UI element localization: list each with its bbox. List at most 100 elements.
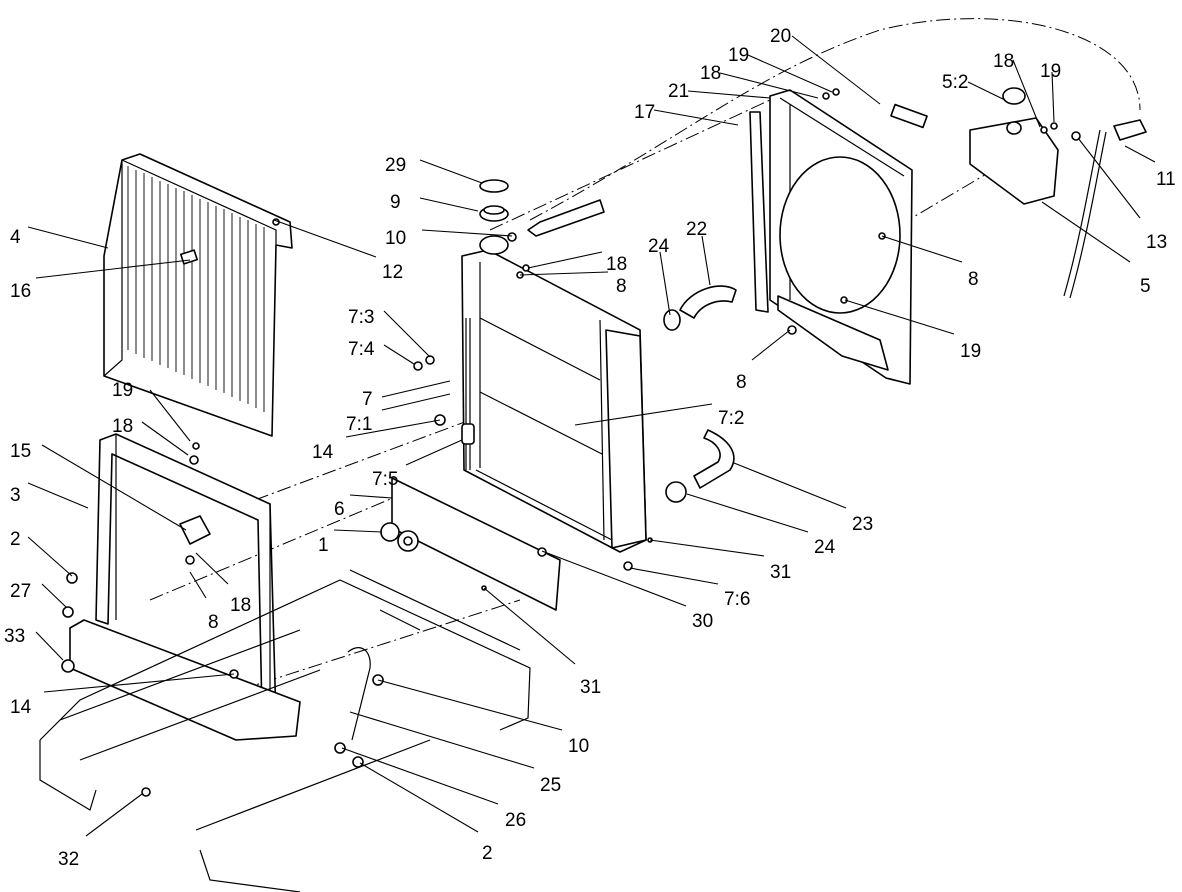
leader-line [349, 494, 393, 499]
leader-line [419, 159, 483, 184]
callout: 12 [273, 219, 403, 283]
callout: 4 [10, 226, 109, 249]
leader-line [1077, 137, 1141, 219]
callout: 31 [649, 539, 791, 583]
callout-number: 21 [668, 81, 689, 102]
leader-line [1051, 71, 1055, 123]
callout-number: 24 [648, 236, 670, 257]
leader-line [377, 679, 563, 731]
callout: 16 [10, 259, 191, 302]
callout-number: 23 [852, 514, 873, 535]
callout-number: 7:5 [372, 469, 398, 490]
callout-number: 18 [230, 595, 251, 616]
leader-line [381, 380, 451, 398]
callout: 2 [10, 529, 73, 577]
callout-number: 14 [10, 697, 32, 718]
callout: 8 [881, 235, 979, 290]
leader-line [27, 226, 109, 249]
callout-number: 7:4 [348, 339, 375, 360]
callout-number: 25 [540, 775, 561, 796]
callout: 31 [483, 587, 601, 698]
callout: 8 [189, 571, 219, 633]
callout: 22 [686, 219, 711, 286]
leader-line [381, 393, 451, 411]
callout-number: 13 [1146, 232, 1167, 253]
leader-line [35, 259, 191, 279]
leader-line [1041, 201, 1131, 263]
callout-number: 5 [1140, 276, 1151, 297]
callout: 10 [385, 228, 513, 249]
leader-line [701, 235, 711, 286]
leader-line [141, 421, 189, 456]
leader-line [383, 344, 415, 365]
leader-line [85, 793, 143, 837]
callout: 14 [312, 419, 441, 463]
leader-line [149, 389, 191, 442]
callout: 26 [341, 747, 526, 831]
callout: 18 [993, 51, 1041, 128]
leader-line [43, 673, 235, 693]
leader-line [519, 271, 609, 276]
leader-line [629, 567, 719, 585]
callout-number: 10 [385, 228, 406, 249]
callout: 24 [648, 236, 671, 316]
leader-line [719, 72, 819, 99]
callout: 15 [10, 441, 187, 531]
leader-line [1012, 59, 1041, 128]
callout: 30 [541, 550, 713, 632]
callout: 7:4 [348, 339, 415, 365]
leader-line [349, 711, 535, 769]
callout: 32 [58, 793, 143, 870]
callout-number: 7:3 [348, 307, 374, 328]
leader-line [844, 299, 955, 335]
leader-line [27, 536, 73, 577]
callout-number: 8 [616, 276, 627, 297]
callout: 10 [377, 679, 589, 757]
callout-number: 19 [112, 380, 133, 401]
leader-line [541, 550, 687, 607]
callout: 19 [844, 299, 981, 362]
callout-number: 7:6 [724, 589, 750, 610]
callout-number: 18 [700, 63, 721, 84]
radiator [461, 235, 647, 553]
callout-number: 31 [770, 562, 791, 583]
leader-line [333, 529, 383, 533]
callout: 13 [1077, 137, 1167, 253]
overflow-tank [969, 87, 1147, 299]
leader-line [574, 403, 713, 426]
leader-line [273, 219, 377, 258]
callout: 18 [700, 63, 819, 99]
leader-line [383, 310, 431, 358]
radiator-cap [479, 179, 509, 222]
callout-number: 6 [334, 499, 345, 520]
callout-number: 15 [10, 441, 31, 462]
callout: 8 [519, 271, 627, 297]
callout-number: 5:2 [942, 72, 968, 93]
callout: 8 [736, 329, 791, 393]
callout: 7:5 [372, 439, 463, 490]
lower-shroud [380, 477, 561, 611]
callout: 7:3 [348, 307, 431, 358]
leader-line [195, 552, 229, 585]
leader-line [649, 539, 765, 557]
callout-number: 17 [634, 102, 655, 123]
callout-number: 7 [362, 389, 373, 410]
callout-number: 1 [318, 535, 329, 556]
fan-shroud [749, 89, 928, 385]
callout: 17 [634, 102, 739, 126]
hoses [527, 199, 737, 503]
leader-line [345, 419, 441, 438]
leader-line [791, 35, 881, 105]
callout-number: 18 [112, 416, 133, 437]
leader-line [747, 54, 833, 93]
leader-line [189, 571, 207, 599]
leader-line [687, 90, 771, 99]
callout-number: 30 [692, 611, 713, 632]
support-frame [69, 433, 301, 741]
callout: 5 [1041, 201, 1151, 297]
callout: 1 [318, 529, 383, 556]
leader-line [419, 197, 479, 212]
callout-number: 22 [686, 219, 707, 240]
leader-line [881, 235, 963, 263]
